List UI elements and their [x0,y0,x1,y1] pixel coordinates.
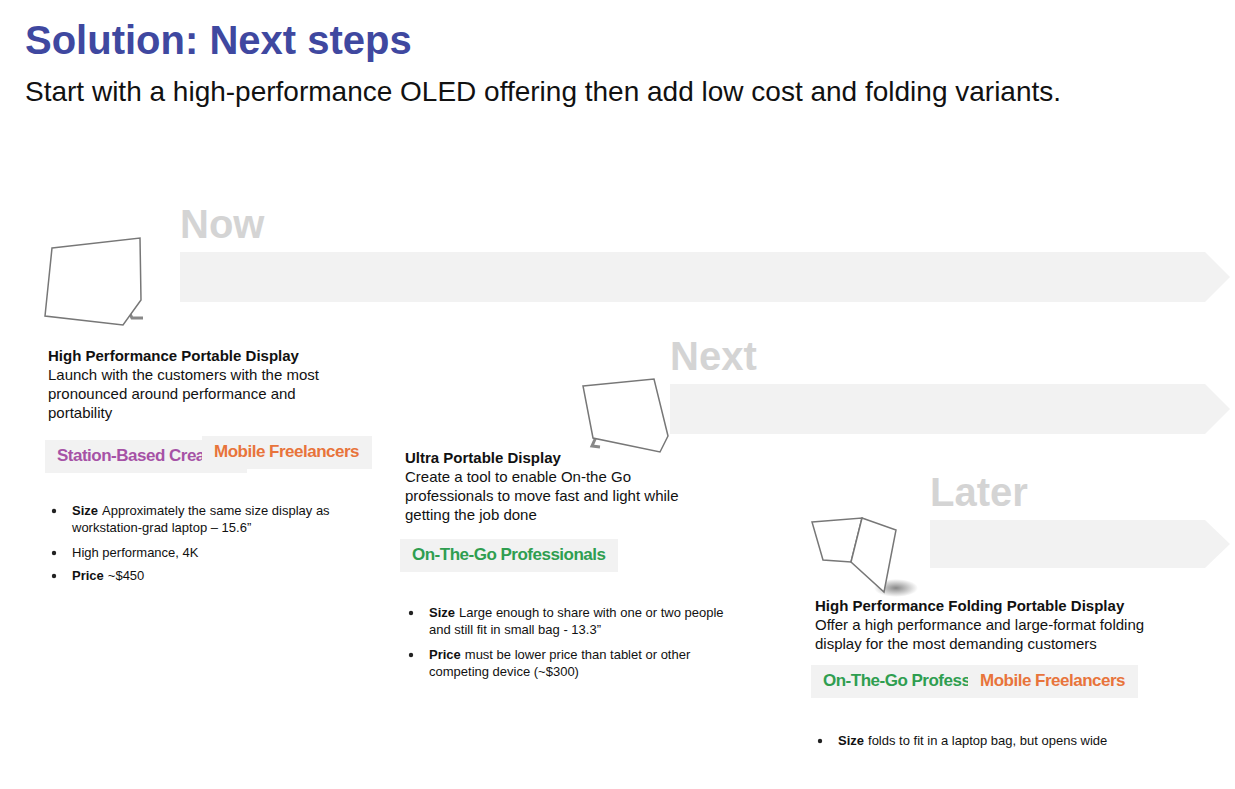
bullet-text-block: SizeLarge enough to share with one or tw… [429,604,724,638]
product-heading: High Performance Portable Display [48,347,299,364]
timeline-band: Next [670,334,1230,434]
bullet-dot [52,551,56,555]
product-description-block: Offer a high performance and large-forma… [815,615,1185,653]
product-heading: Ultra Portable Display [405,449,561,466]
product-heading-block: High Performance Portable Display [48,346,378,365]
slide-subtitle: Start with a high-performance OLED offer… [25,76,1061,107]
timeline-band: Later [930,470,1230,568]
arrow-band [930,520,1230,568]
segment-tag: On-The-Go Professionals [400,539,618,572]
arrow-band [180,252,1230,302]
product-description: Launch with the customers with the most … [48,366,319,421]
bullet-dot [818,739,822,743]
product-heading: High Performance Folding Portable Displa… [815,597,1124,614]
bullet-text-block: Pricemust be lower price than tablet or … [429,646,724,680]
ultra-portable-display-icon [583,379,668,452]
bullet-key: Size [838,733,864,748]
bullet-text-block: High performance, 4K [72,544,347,561]
bullet-text: ~$450 [108,568,145,583]
timeline-band: Now [180,202,1230,302]
bullet-text: Large enough to share with one or two pe… [429,605,724,637]
product-description-block: Create a tool to enable On-the Go profes… [405,467,710,524]
bullet-dot [409,611,413,615]
segment-tag: Mobile Freelancers [968,665,1138,698]
product-heading-block: Ultra Portable Display [405,448,735,467]
bullet-dot [52,574,56,578]
bullet-text: High performance, 4K [72,545,198,560]
product-description: Create a tool to enable On-the Go profes… [405,468,678,523]
bullet-text: Approximately the same size display as w… [72,503,330,535]
bullet-text-block: Size folds to fit in a laptop bag, but op… [838,732,1218,749]
bullet-dot [52,509,56,513]
bullet-text-block: SizeApproximately the same size display … [72,502,347,536]
folding-display-icon [812,518,918,597]
product-heading-block: High Performance Folding Portable Displa… [815,596,1215,615]
bullet-key: Size [429,605,455,620]
segment-name: Mobile Freelancers [214,442,360,461]
arrow-band-shape [670,384,1230,434]
bullet-key: Price [429,647,461,662]
bullet-key: Price [72,568,104,583]
slide-title: Solution: Next steps [25,18,412,63]
segment-name: Mobile Freelancers [980,671,1126,690]
bullet-text: folds to fit in a laptop bag, but opens … [868,733,1107,748]
bullet-key: Size [72,503,98,518]
arrow-band [670,384,1230,434]
phase-label: Later [930,470,1230,514]
bullet-text-block: Price ~$450 [72,567,347,584]
phase-label: Next [670,334,1230,378]
bullet-dot [409,653,413,657]
phase-label: Now [180,202,1230,246]
portable-display-icon [45,238,143,325]
arrow-band-shape [930,520,1230,568]
slide-subtitle-block: Start with a high-performance OLED offer… [25,76,1225,108]
arrow-band-shape [180,252,1230,302]
product-description: Offer a high performance and large-forma… [815,616,1144,652]
product-description-block: Launch with the customers with the most … [48,365,348,422]
bullet-text: must be lower price than tablet or other… [429,647,690,679]
segment-tag: Mobile Freelancers [202,436,372,469]
segment-name: On-The-Go Professionals [412,545,606,564]
